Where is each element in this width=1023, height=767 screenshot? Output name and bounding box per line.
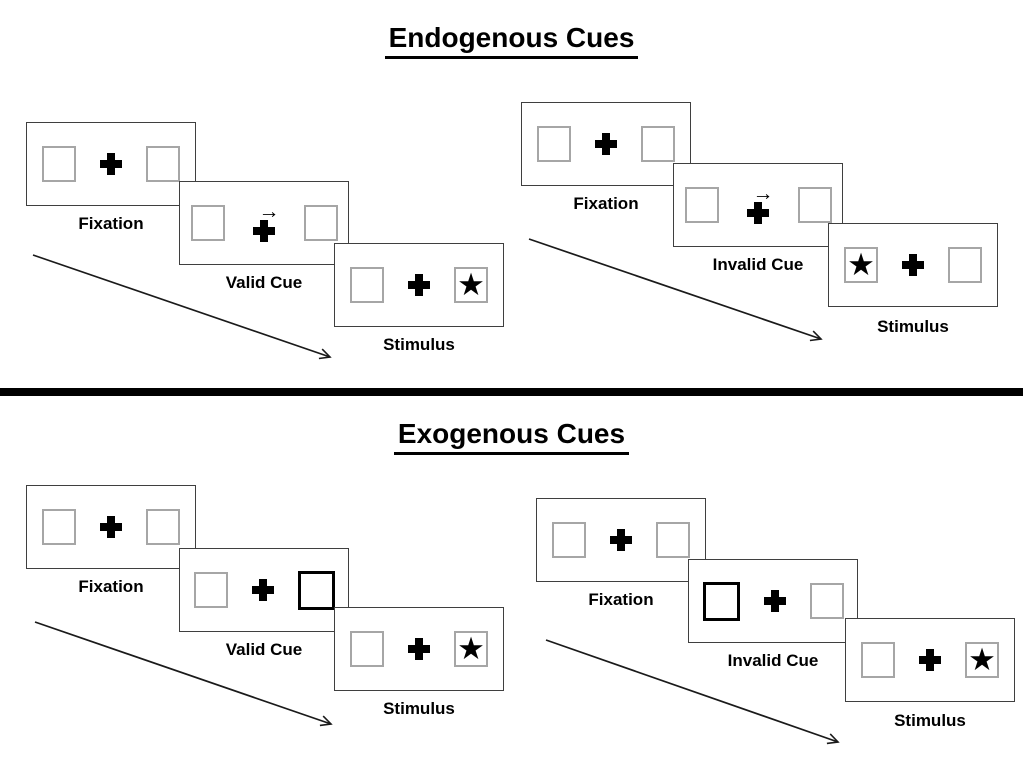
- exogenous-invalid-fixation-panel: [536, 498, 706, 582]
- left-placeholder-box: [684, 187, 719, 223]
- panel-label: Fixation: [588, 590, 654, 609]
- exogenous-invalid-stimulus-panel: ★: [845, 618, 1015, 702]
- fixation-cross-icon: [747, 201, 769, 224]
- panel-label: Fixation: [78, 214, 144, 233]
- left-placeholder-box: [190, 205, 225, 241]
- panel-label: Valid Cue: [225, 640, 303, 659]
- right-highlight-box: [297, 570, 335, 610]
- right-target-box: ★: [454, 267, 488, 303]
- panel-label: Invalid Cue: [727, 651, 819, 670]
- endogenous-section-title: Endogenous Cues: [0, 22, 1023, 59]
- exogenous-valid-stimulus-panel: ★: [334, 607, 504, 691]
- exogenous-invalid-cue-panel: [688, 559, 858, 643]
- left-placeholder-box: [537, 126, 571, 162]
- panel-label: Invalid Cue: [712, 255, 804, 274]
- panel-label: Stimulus: [877, 317, 949, 336]
- fixation-cross-icon: [610, 529, 632, 551]
- panel-label: Stimulus: [383, 699, 455, 718]
- right-placeholder-box: [797, 187, 832, 223]
- right-placeholder-box: [641, 126, 675, 162]
- right-target-box: ★: [965, 642, 999, 678]
- left-placeholder-box: [861, 642, 895, 678]
- right-placeholder-box: [303, 205, 338, 241]
- right-placeholder-box: [146, 146, 180, 182]
- fixation-cross-icon: [408, 638, 430, 660]
- exogenous-valid-fixation-panel: [26, 485, 196, 569]
- panel-label: Stimulus: [894, 711, 966, 730]
- left-placeholder-box: [42, 146, 76, 182]
- left-placeholder-box: [552, 522, 586, 558]
- star-icon: ★: [968, 641, 996, 677]
- panel-label: Fixation: [78, 577, 144, 596]
- right-placeholder-box: [809, 583, 844, 619]
- endogenous-valid-cue-panel: →: [179, 181, 349, 265]
- left-target-box: ★: [844, 247, 878, 283]
- left-placeholder-box: [350, 631, 384, 667]
- panel-label: Stimulus: [383, 335, 455, 354]
- sequence-arrow: [528, 238, 823, 342]
- right-placeholder-box: [656, 522, 690, 558]
- fixation-cross-icon: [595, 133, 617, 155]
- exogenous-valid-cue-panel: [179, 548, 349, 632]
- left-highlight-box: [702, 581, 740, 621]
- fixation-cross-icon: [763, 590, 786, 612]
- section-divider: [0, 388, 1023, 396]
- right-placeholder-box: [146, 509, 180, 545]
- fixation-cross-icon: [100, 516, 122, 538]
- endogenous-title-text: Endogenous Cues: [384, 22, 639, 59]
- exogenous-section-title: Exogenous Cues: [0, 418, 1023, 455]
- left-placeholder-box: [350, 267, 384, 303]
- fixation-cross-icon: [919, 649, 941, 671]
- fixation-cross-icon: [100, 153, 122, 175]
- fixation-cross-icon: [902, 254, 924, 276]
- exogenous-title-text: Exogenous Cues: [393, 418, 630, 455]
- panel-label: Valid Cue: [225, 273, 303, 292]
- sequence-arrow: [34, 621, 333, 727]
- panel-label: Fixation: [573, 194, 639, 213]
- right-placeholder-box: [948, 247, 982, 283]
- endogenous-valid-stimulus-panel: ★: [334, 243, 504, 327]
- cue-arrow-icon: →: [752, 181, 774, 205]
- endogenous-invalid-fixation-panel: [521, 102, 691, 186]
- right-target-box: ★: [454, 631, 488, 667]
- endogenous-valid-fixation-panel: [26, 122, 196, 206]
- star-icon: ★: [457, 630, 485, 666]
- endogenous-invalid-cue-panel: →: [673, 163, 843, 247]
- fixation-cross-icon: [251, 579, 274, 601]
- star-icon: ★: [457, 266, 485, 302]
- endogenous-invalid-stimulus-panel: ★: [828, 223, 998, 307]
- star-icon: ★: [847, 246, 875, 282]
- cue-arrow-icon: →: [258, 199, 280, 223]
- left-placeholder-box: [42, 509, 76, 545]
- fixation-cross-icon: [408, 274, 430, 296]
- left-placeholder-box: [193, 572, 228, 608]
- sequence-arrow: [32, 254, 332, 360]
- fixation-cross-icon: [253, 219, 275, 242]
